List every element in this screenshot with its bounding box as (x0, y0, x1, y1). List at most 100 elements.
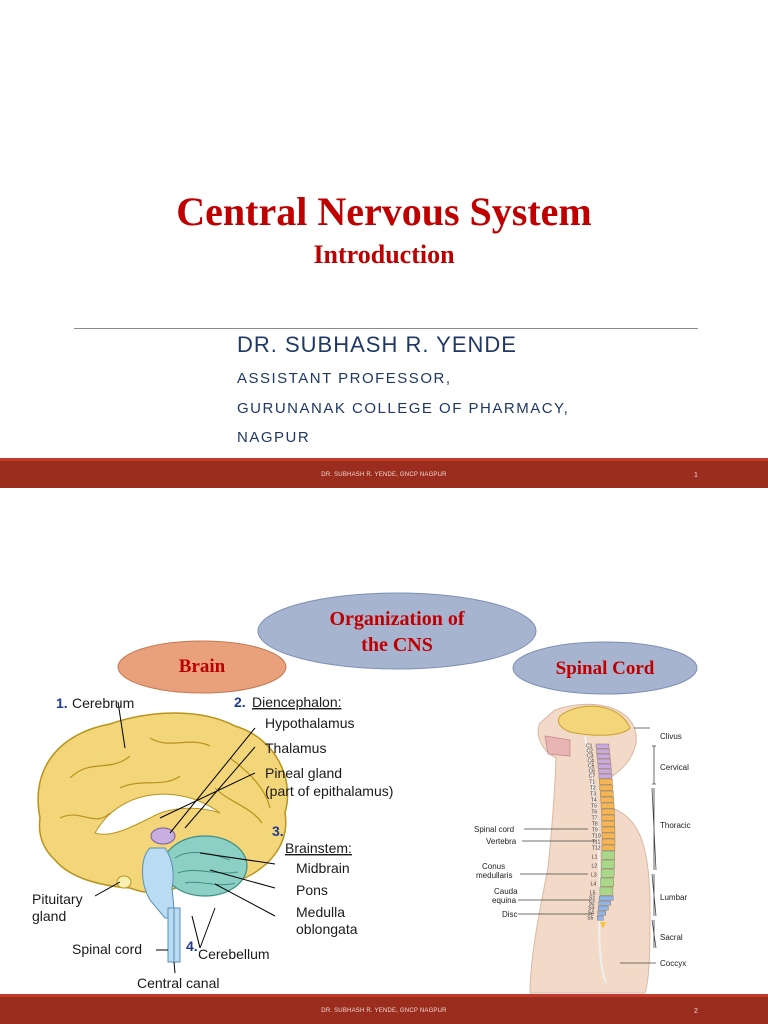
label-cerebrum: Cerebrum (72, 695, 134, 711)
brain-oval (117, 640, 287, 694)
vertebra-t3 (600, 790, 614, 797)
vertebra-code-s3: S3 (588, 906, 594, 912)
vertebra-t9 (601, 826, 616, 833)
vertebra-s2 (598, 900, 611, 906)
slide-footer: DR. SUBHASH R. YENDE, GNCP NAGPUR 2 (0, 994, 768, 1024)
vertebra-code-t11: T11 (592, 840, 600, 846)
coccyx-bone (600, 922, 606, 929)
label-pineal-sub: (part of epithalamus) (265, 783, 393, 799)
spinal-cord-oval (512, 641, 698, 695)
label-medulla: Medulla (296, 904, 345, 920)
label-hypothalamus: Hypothalamus (265, 715, 355, 731)
organization-label-line2: the CNS (361, 634, 433, 656)
label-spinal-cord: Spinal cord (72, 941, 142, 957)
vertebra-code-l2: L2 (592, 864, 598, 870)
vertebra-code-t8: T8 (592, 822, 598, 828)
label-equina: equina (492, 896, 517, 905)
label-thalamus: Thalamus (265, 740, 326, 756)
vertebra-c1 (595, 743, 610, 749)
brain-leader-lines (94, 701, 276, 974)
vertebra-t11 (601, 838, 616, 845)
vertebra-s4 (597, 910, 606, 916)
page-number: 1 (694, 472, 698, 479)
label-coccyx: Coccyx (660, 959, 686, 968)
label-clivus: Clivus (660, 732, 682, 741)
author-name: DR. SUBHASH R. YENDE (237, 332, 517, 357)
vertebra-t4 (600, 796, 614, 803)
label-oblongata: oblongata (296, 921, 358, 937)
vertebra-code-l1: L1 (592, 855, 598, 861)
label-brainstem: Brainstem: (285, 840, 352, 856)
vertebra-code-l3: L3 (591, 873, 597, 879)
vertebra-t8 (601, 820, 615, 827)
title-slide: Central Nervous System Introduction DR. … (0, 0, 768, 488)
vertebra-code-t9: T9 (592, 828, 598, 834)
vertebra-t2 (599, 784, 614, 791)
label-pons: Pons (296, 882, 328, 898)
vertebra-code-s1: S1 (589, 896, 595, 902)
vertebra-code-c5: C5 (588, 764, 595, 770)
vertebra-code-s2: S2 (589, 901, 595, 907)
vertebra-code-t4: T4 (591, 798, 597, 804)
vertebra-code-t10: T10 (592, 834, 601, 840)
vertebra-code-t3: T3 (590, 792, 596, 798)
label-pituitary: Pituitary (32, 891, 83, 907)
organization-slide: Organization of the CNS Brain Spinal Cor… (0, 488, 768, 1024)
label-thoracic: Thoracic (660, 821, 691, 830)
label-sacral: Sacral (660, 933, 683, 942)
cns-diagram: Organization of the CNS Brain Spinal Cor… (32, 592, 760, 994)
label-gland: gland (32, 908, 66, 924)
vertebra-code-t5: T5 (591, 804, 597, 810)
label-medullaris: medullaris (476, 871, 512, 880)
label-num-4: 4. (186, 938, 198, 954)
vertebra-s1 (598, 895, 614, 901)
footer-text: DR. SUBHASH R. YENDE, GNCP NAGPUR (321, 472, 447, 478)
vertebra-l3 (600, 868, 615, 878)
vertebra-code-s5: S5 (587, 916, 593, 922)
author-position: ASSISTANT PROFESSOR, (237, 370, 452, 387)
label-num-3: 3. (272, 823, 284, 839)
vertebra-t12 (601, 844, 616, 851)
vertebra-l4 (600, 877, 614, 887)
vertebra-s3 (598, 905, 609, 911)
vertebra-code-l5: L5 (590, 891, 596, 897)
vertebra-code-s4: S4 (588, 911, 594, 917)
label-cauda: Cauda (494, 887, 518, 896)
vertebra-code-c6: C6 (588, 769, 595, 775)
label-central-canal: Central canal (137, 975, 220, 991)
vertebra-code-t7: T7 (592, 816, 598, 822)
label-num-1: 1. (56, 695, 68, 711)
vertebra-l2 (601, 859, 615, 869)
vertebra-code-c3: C3 (587, 754, 594, 760)
slide-footer: DR. SUBHASH R. YENDE, GNCP NAGPUR 1 (0, 458, 768, 488)
author-college: GURUNANAK COLLEGE OF PHARMACY, (237, 400, 570, 417)
vertebra-l1 (601, 850, 616, 860)
page-number: 2 (694, 1008, 698, 1015)
footer-text: DR. SUBHASH R. YENDE, GNCP NAGPUR (321, 1008, 447, 1014)
slide-title: Central Nervous System (176, 189, 592, 234)
spine-region-brackets (620, 727, 657, 964)
slide-subtitle: Introduction (313, 240, 455, 269)
vertebra-c3 (596, 753, 611, 759)
label-midbrain: Midbrain (296, 860, 350, 876)
label-cervical: Cervical (660, 763, 689, 772)
vertebra-code-t1: T1 (589, 780, 595, 786)
vertebra-code-t6: T6 (591, 810, 597, 816)
label-disc: Disc (502, 910, 518, 919)
vertebra-c4 (597, 758, 611, 764)
brain-oval-label: Brain (179, 656, 226, 677)
label-conus: Conus (482, 862, 505, 871)
vertebra-code-c7: C7 (589, 774, 596, 780)
organization-oval (257, 592, 537, 670)
author-city: NAGPUR (237, 429, 311, 446)
vertebra-c2 (596, 748, 610, 754)
vertebral-column (595, 743, 616, 929)
label-cerebellum: Cerebellum (198, 946, 270, 962)
vertebra-t6 (601, 808, 615, 815)
vertebra-code-c2: C2 (587, 749, 594, 755)
vertebra-c6 (598, 768, 612, 774)
vertebra-code-t12: T12 (592, 846, 601, 852)
label-spine-spinal-cord: Spinal cord (474, 825, 514, 834)
vertebra-code-c1: C1 (586, 744, 593, 750)
label-num-2: 2. (234, 694, 246, 710)
